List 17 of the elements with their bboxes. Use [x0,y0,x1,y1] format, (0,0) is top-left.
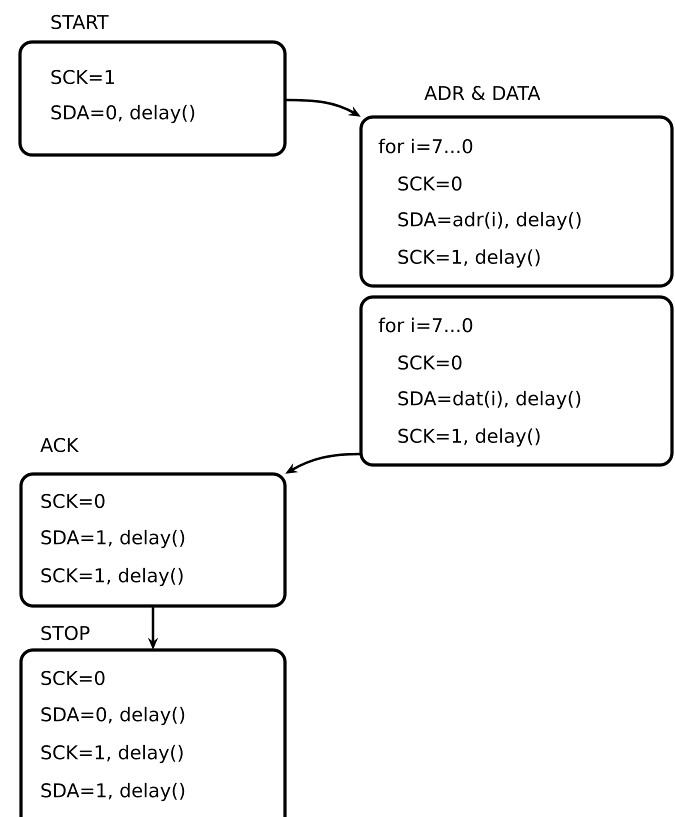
process-box: SCK=0 SDA=1, delay() SCK=1, delay() [19,472,287,608]
step-heading: STOP [41,626,90,640]
node-label: SCK=1, delay() [398,249,540,268]
process-box: SCK=0 SDA=0, delay() SCK=1, delay() SDA=1, delay() [19,648,287,817]
node-label: SCK=0 [398,176,462,191]
node-label: for i=7...0 [378,138,472,154]
step-heading: ACK [40,438,79,452]
node-label: SDA=adr(i), delay() [398,212,581,230]
process-box: for i=7...0 SCK=0 SDA=dat(i), delay() SCK=1, delay() [359,295,674,467]
step-heading: ADR & DATA [424,86,540,100]
node-label: SDA=0, delay() [41,706,184,726]
node-label: SCK=1, delay() [41,744,183,764]
process-box: SCK=1 SDA=0, delay() [18,40,287,157]
step-heading: START [51,14,109,30]
node-label: SDA=1, delay() [41,782,184,802]
process-box: for i=7...0 SCK=0 SDA=adr(i), delay() SCK=1, delay() [359,115,674,288]
node-label: SCK=0 [41,670,104,686]
